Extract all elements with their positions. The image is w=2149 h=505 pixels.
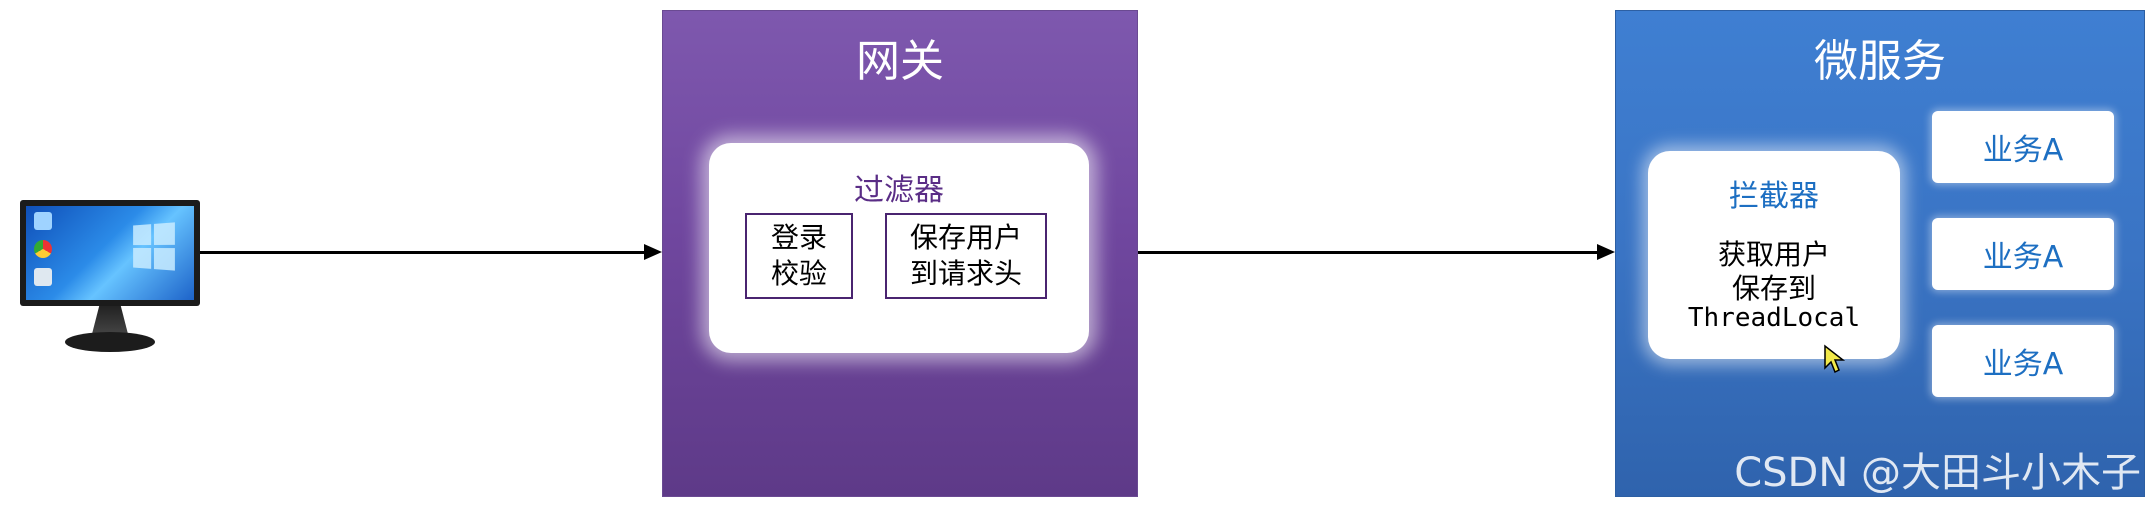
mouse-cursor-icon — [1824, 344, 1845, 374]
arrow-client-to-gateway — [200, 251, 646, 254]
gateway-panel: 网关 过滤器 登录 校验 保存用户 到请求头 — [662, 10, 1138, 497]
login-check-line-2: 校验 — [770, 257, 827, 290]
interceptor-line-3: ThreadLocal — [1687, 303, 1861, 333]
business-a-box-2: 业务A — [1932, 218, 2114, 290]
microservice-panel: 微服务 拦截器 获取用户 保存到 ThreadLocal 业务A 业务A 业务A — [1615, 10, 2145, 497]
monitor-stand — [92, 306, 128, 334]
gateway-title: 网关 — [856, 36, 944, 87]
business-a-box-3: 业务A — [1932, 325, 2114, 397]
watermark: CSDN @大田斗小木子 — [1734, 450, 2141, 496]
save-user-box: 保存用户 到请求头 — [885, 213, 1047, 299]
recycle-bin-icon — [34, 268, 52, 286]
monitor-base — [65, 332, 155, 352]
interceptor-title: 拦截器 — [1729, 179, 1819, 214]
login-check-line-1: 登录 — [770, 221, 827, 254]
interceptor-line-1: 获取用户 — [1717, 238, 1830, 271]
chrome-icon — [34, 240, 52, 258]
interceptor-box: 拦截器 获取用户 保存到 ThreadLocal — [1648, 151, 1900, 359]
business-a-box-1: 业务A — [1932, 111, 2114, 183]
arrow-head-microservice — [1597, 244, 1615, 260]
filter-title: 过滤器 — [854, 173, 944, 208]
desktop-wallpaper — [26, 206, 194, 300]
save-user-line-2: 到请求头 — [909, 257, 1022, 290]
interceptor-line-2: 保存到 — [1731, 272, 1816, 305]
arrow-gateway-to-microservice — [1138, 251, 1598, 254]
arrow-head-gateway — [644, 244, 662, 260]
monitor-screen — [20, 200, 200, 306]
microservice-title: 微服务 — [1814, 36, 1946, 87]
login-check-box: 登录 校验 — [745, 213, 853, 299]
windows-logo-icon — [133, 222, 176, 272]
client-monitor-icon — [20, 200, 200, 358]
save-user-line-1: 保存用户 — [909, 221, 1022, 254]
computer-desktop-icon — [34, 212, 52, 230]
filter-box: 过滤器 登录 校验 保存用户 到请求头 — [709, 143, 1089, 353]
